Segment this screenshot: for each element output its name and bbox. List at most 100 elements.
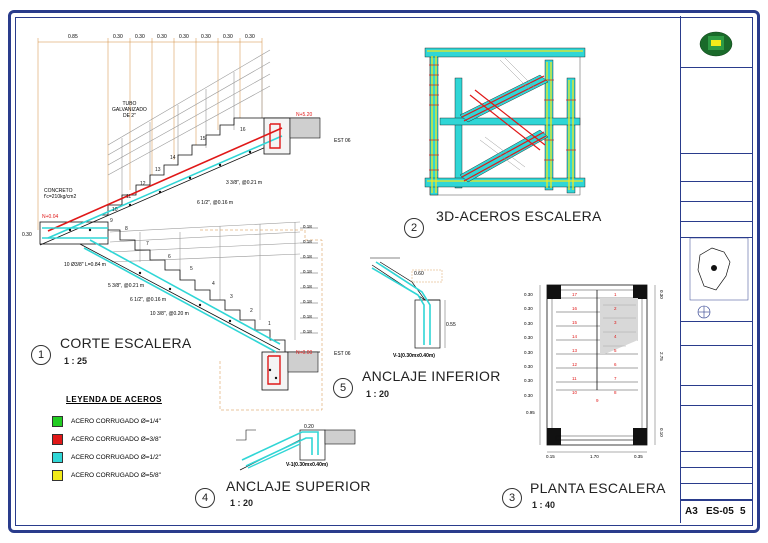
riser-8: 0.18: [303, 329, 312, 334]
planta-bottom-dim-3: 0.35: [634, 454, 643, 459]
legend-item: ACERO CORRUGADO Ø=5/8": [52, 466, 162, 484]
level-top: N+5.20: [296, 112, 313, 118]
legend-item: ACERO CORRUGADO Ø=3/8": [52, 430, 162, 448]
tb-logo-cell: [681, 16, 753, 68]
planta-escalera-drawing: [539, 284, 656, 453]
planta-bottom-dim-1: 0.15: [546, 454, 555, 459]
tubo-note: TUBO GALVANIZADO DE 2": [112, 101, 147, 119]
svg-text:13: 13: [155, 167, 161, 173]
top-dim-2: 0.30: [113, 34, 123, 40]
anclaje-dim-020: 0.20: [304, 424, 314, 430]
tb-cell-date: [681, 322, 753, 346]
view-number-3: 3: [502, 488, 522, 508]
view-number-4: 4: [195, 488, 215, 508]
svg-text:14: 14: [170, 155, 176, 161]
svg-text:5: 5: [190, 266, 193, 272]
sheet-size: A3: [685, 506, 698, 517]
rebar-label-2: 6 1/2", @0.16 m: [197, 200, 234, 206]
acero-3d-drawing: [424, 47, 586, 196]
tb-cell-reviewer: [681, 222, 753, 238]
tb-cell-project: [681, 68, 753, 154]
legend-label: ACERO CORRUGADO Ø=3/8": [71, 435, 161, 443]
legend-title: LEYENDA DE ACEROS: [66, 395, 162, 404]
beam-label-superior: V-1(0.30mx0.40m): [286, 462, 328, 468]
tb-cell-scale: [681, 386, 753, 406]
rebar-label-1: 3 3/8", @0.21 m: [226, 180, 263, 186]
drawing-sheet: [8, 10, 760, 533]
svg-text:2: 2: [250, 308, 253, 314]
legend-label: ACERO CORRUGADO Ø=1/4": [71, 417, 161, 425]
tb-cell-designer: [681, 202, 753, 222]
top-dim-6: 0.30: [201, 34, 211, 40]
est-label-bottom: EST 06: [334, 351, 351, 357]
tb-cell-owner: [681, 154, 753, 182]
legend-swatch-green: [52, 415, 63, 427]
planta-right-dim-2: 2.75: [659, 352, 664, 361]
view-number-2: 2: [404, 218, 424, 238]
title-block-graphics: [689, 31, 749, 319]
scale-planta: 1 : 40: [532, 500, 556, 510]
tb-cell-location: [681, 182, 753, 202]
planta-right-dim-1: 0.30: [659, 290, 664, 299]
view-number-1: 1: [31, 345, 51, 365]
sheet-code: ES-05: [706, 506, 734, 517]
svg-text:16: 16: [240, 127, 246, 133]
legend-label: ACERO CORRUGADO Ø=5/8": [71, 471, 161, 479]
svg-text:3: 3: [230, 294, 233, 300]
tb-cell-plan-type: [681, 484, 753, 500]
riser-4: 0.18: [303, 269, 312, 274]
rebar-label-4: 5 3/8", @0.21 m: [108, 283, 145, 289]
legend-item: ACERO CORRUGADO Ø=1/2": [52, 448, 162, 466]
planta-right-dim-3: 0.10: [659, 428, 664, 437]
svg-text:7: 7: [146, 241, 149, 247]
planta-bottom-dim-2: 1.70: [590, 454, 599, 459]
title-inferior: ANCLAJE INFERIOR: [362, 368, 501, 384]
legend-swatch-red: [52, 433, 63, 445]
riser-6: 0.18: [303, 299, 312, 304]
svg-text:10: 10: [112, 207, 118, 213]
planta-landing: 9: [596, 398, 599, 403]
level-mid: N+0.00: [296, 350, 313, 356]
title-planta: PLANTA ESCALERA: [530, 480, 666, 496]
rebar-label-5: 6 1/2", @0.16 m: [130, 297, 167, 303]
top-dim-7: 0.30: [223, 34, 233, 40]
anclaje-dim-055: 0.55: [446, 322, 456, 328]
scale-inferior: 1 : 20: [366, 389, 390, 399]
est-label-top: EST 06: [334, 138, 351, 144]
beam-label-inferior: V-1(0.30mx0.40m): [393, 353, 435, 359]
level-bottom: N+0.04: [42, 214, 59, 220]
riser-5: 0.18: [303, 284, 312, 289]
concreto-note: CONCRETO f'c=210kg/cm2: [44, 188, 77, 200]
sheet-number-cell: A3 ES-05 5: [680, 500, 752, 524]
sheet-fraction: 5: [740, 506, 746, 517]
scale-corte: 1 : 25: [64, 356, 88, 366]
legend-item: ACERO CORRUGADO Ø=1/4": [52, 412, 162, 430]
title-3d: 3D-ACEROS ESCALERA: [436, 208, 602, 224]
tb-cell-content: [681, 406, 753, 452]
riser-7: 0.18: [303, 314, 312, 319]
tb-cell-checked: [681, 468, 753, 484]
rebar-label-3: 10 Ø3/8" L=0.84 m: [64, 262, 106, 268]
rebar-legend: LEYENDA DE ACEROS ACERO CORRUGADO Ø=1/4"…: [52, 395, 162, 484]
svg-text:4: 4: [212, 281, 215, 287]
tb-cell-drawn: [681, 452, 753, 468]
svg-text:9: 9: [110, 218, 113, 224]
top-dim-4: 0.30: [157, 34, 167, 40]
tb-cell-map: [681, 238, 753, 322]
svg-text:11: 11: [126, 194, 131, 200]
title-corte: CORTE ESCALERA: [60, 335, 192, 351]
legend-swatch-cyan: [52, 451, 63, 463]
top-dim-5: 0.30: [179, 34, 189, 40]
anclaje-inferior-drawing: [370, 257, 446, 349]
view-number-5: 5: [333, 378, 353, 398]
sheet-inner-border: [15, 17, 753, 526]
scale-superior: 1 : 20: [230, 498, 254, 508]
top-dim-1: 0.85: [68, 34, 78, 40]
svg-text:6: 6: [168, 254, 171, 260]
planta-side-dim: 0.95: [526, 410, 535, 415]
